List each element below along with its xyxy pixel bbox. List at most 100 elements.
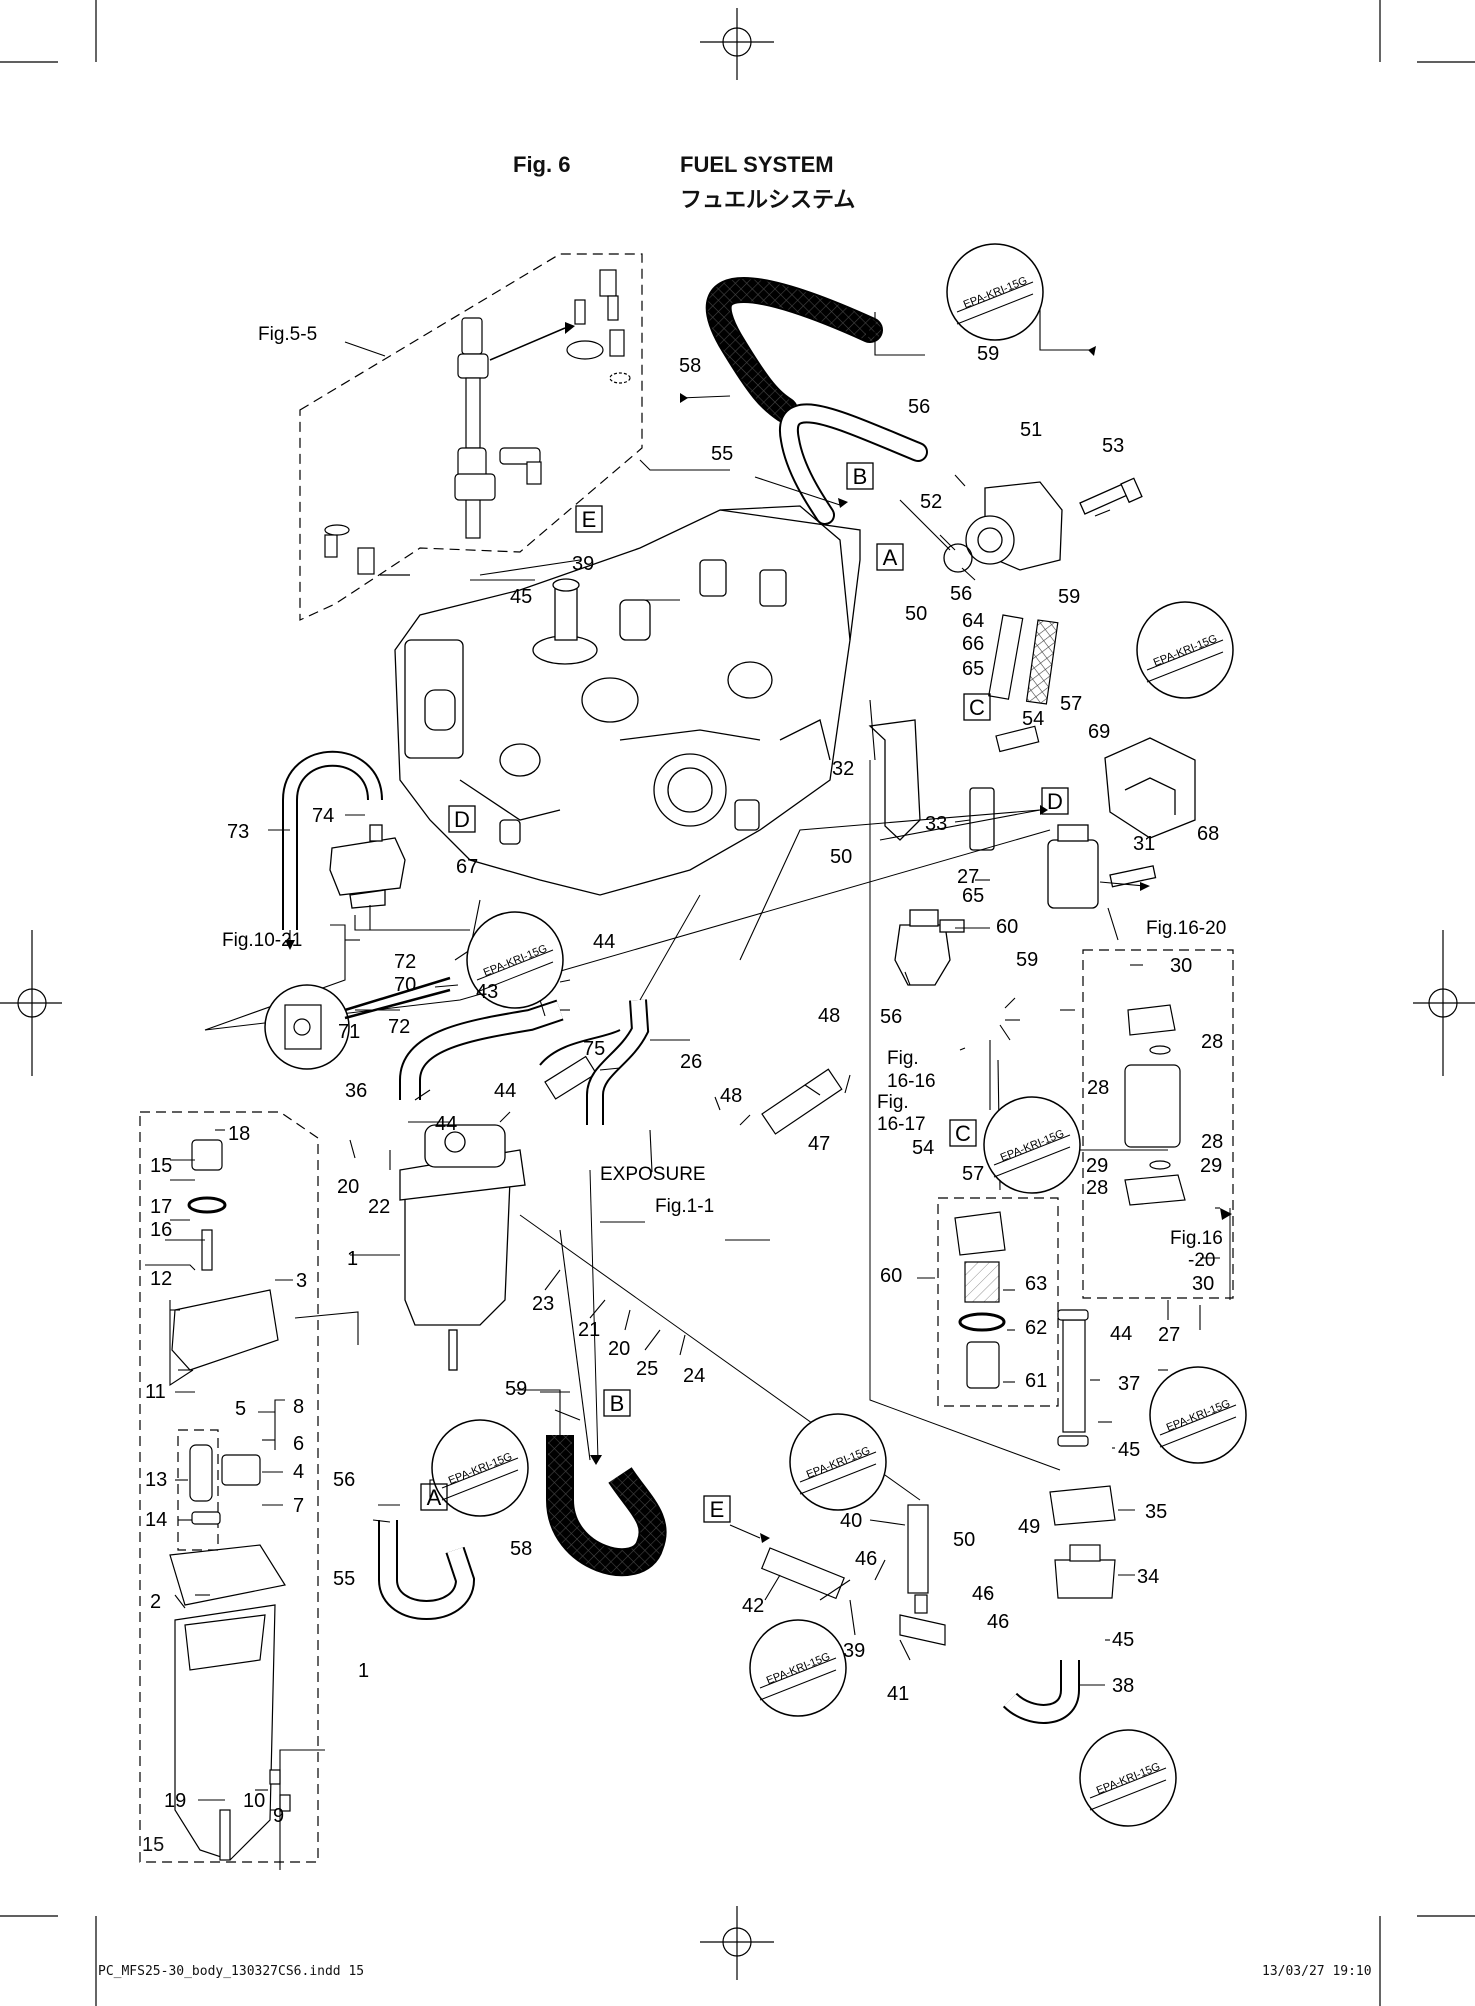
part-number-69: 69 (1088, 721, 1110, 743)
separator-exploded (169, 1139, 291, 1861)
part-number-45-top: 45 (510, 586, 532, 608)
emission-tag-2: EPA-KRI-15G (1136, 601, 1234, 699)
part-number-1-lower: 1 (358, 1660, 369, 1682)
part-number-74: 74 (312, 805, 334, 827)
part-number-22: 22 (368, 1196, 390, 1218)
ref-fig-16-20-b2: -20 (1188, 1250, 1215, 1271)
connector-b-top: B (853, 464, 868, 489)
engine-block (394, 505, 861, 896)
part-number-33: 33 (925, 813, 947, 835)
part-number-26: 26 (680, 1051, 702, 1073)
hose-58-top (707, 279, 881, 421)
part-number-46-b: 46 (972, 1583, 994, 1605)
part-number-16: 16 (150, 1219, 172, 1241)
part-number-31: 31 (1133, 833, 1155, 855)
pipe-23 (544, 1055, 598, 1100)
part-number-37: 37 (1118, 1373, 1140, 1395)
part-number-47: 47 (808, 1133, 830, 1155)
hose-58-lower (548, 1435, 665, 1575)
ref-fig-16-17-a: Fig. (877, 1092, 909, 1113)
part-number-30-lower: 30 (1192, 1273, 1214, 1295)
filter-60-exploded (954, 1211, 1006, 1389)
part-number-56-mid: 56 (950, 583, 972, 605)
part-number-20-left: 20 (337, 1176, 359, 1198)
page-title-english: FUEL SYSTEM (680, 152, 834, 177)
part-number-4: 4 (293, 1461, 304, 1483)
part-number-41: 41 (887, 1683, 909, 1705)
connector-e-lower: E (710, 1497, 725, 1522)
part-number-65-top: 65 (962, 658, 984, 680)
joint-41-stem (914, 1594, 928, 1614)
part-number-65-mid: 65 (962, 885, 984, 907)
ref-fig-16-17-b: 16-17 (877, 1114, 926, 1135)
joint-41 (899, 1614, 946, 1646)
part-number-59-lower: 59 (505, 1378, 527, 1400)
part-number-54-mid: 54 (912, 1137, 934, 1159)
part-number-9: 9 (273, 1805, 284, 1827)
part-number-44-top: 44 (593, 931, 615, 953)
hose-55-top (780, 405, 926, 523)
ref-fig-16-20: Fig.16-20 (1146, 918, 1226, 939)
part-number-68: 68 (1197, 823, 1219, 845)
emission-tag-9: EPA-KRI-15G (1079, 1729, 1177, 1827)
part-number-60-lower: 60 (880, 1265, 902, 1287)
cover-68 (1104, 737, 1196, 839)
part-number-19: 19 (164, 1790, 186, 1812)
part-number-46-c: 46 (987, 1611, 1009, 1633)
ref-fig-16-16-a: Fig. (887, 1048, 919, 1069)
connector-a-lower: A (427, 1485, 442, 1510)
part-number-62: 62 (1025, 1317, 1047, 1339)
hose-54 (988, 614, 1024, 700)
connector-d-left: D (454, 807, 470, 832)
part-number-57-mid: 57 (962, 1163, 984, 1185)
part-number-15: 15 (150, 1155, 172, 1177)
part-number-14: 14 (145, 1509, 167, 1531)
part-number-64: 64 (962, 610, 984, 632)
part-number-21: 21 (578, 1319, 600, 1341)
page-title-japanese: フュエルシステム (680, 187, 856, 212)
part-number-24: 24 (683, 1365, 705, 1387)
footer-timestamp: 13/03/27 19:10 (1262, 1964, 1372, 1979)
part-number-28-a: 28 (1201, 1031, 1223, 1053)
part-number-6: 6 (293, 1433, 304, 1455)
part-35-holder (1049, 1485, 1116, 1526)
hose-73 (284, 752, 381, 930)
part-number-7: 7 (293, 1495, 304, 1517)
pipe-47 (761, 1068, 843, 1135)
emission-tag-6: EPA-KRI-15G (431, 1419, 529, 1517)
part-number-56-top: 56 (908, 396, 930, 418)
part-number-8: 8 (293, 1396, 304, 1418)
part-number-70: 70 (394, 974, 416, 996)
part-number-45-right: 45 (1118, 1439, 1140, 1461)
part-number-11: 11 (145, 1381, 166, 1403)
part-number-35: 35 (1145, 1501, 1167, 1523)
part-number-50-lower: 50 (953, 1529, 975, 1551)
part-number-10: 10 (243, 1790, 265, 1812)
part-number-49: 49 (1018, 1516, 1040, 1538)
hose-57 (1025, 619, 1059, 705)
part-number-51: 51 (1020, 419, 1042, 441)
part-number-59-mid: 59 (1058, 586, 1080, 608)
injector-rail-assembly (324, 269, 631, 576)
part-34-damper (1054, 1544, 1116, 1599)
bracket-32 (868, 719, 995, 851)
emission-tag-1: EPA-KRI-15G (946, 243, 1044, 341)
part-number-28-d: 28 (1086, 1177, 1108, 1199)
emission-tag-3: EPA-KRI-15G (466, 911, 564, 1009)
part-number-58-lower: 58 (510, 1538, 532, 1560)
part-number-34: 34 (1137, 1566, 1159, 1588)
part-number-39-lower: 39 (843, 1640, 865, 1662)
part-number-12: 12 (150, 1268, 172, 1290)
part-number-59-right: 59 (1016, 949, 1038, 971)
part-number-44-right: 44 (1110, 1323, 1132, 1345)
part-number-30-top: 30 (1170, 955, 1192, 977)
part-number-29-a: 29 (1086, 1155, 1108, 1177)
part-number-66: 66 (962, 633, 984, 655)
exploded-view-arrow-head (565, 322, 575, 334)
part-number-5: 5 (235, 1398, 246, 1420)
part-number-38: 38 (1112, 1675, 1134, 1697)
part-number-1-mid: 1 (347, 1248, 358, 1270)
vapor-separator-1 (399, 1124, 526, 1371)
figure-label: Fig. 6 (513, 152, 571, 177)
